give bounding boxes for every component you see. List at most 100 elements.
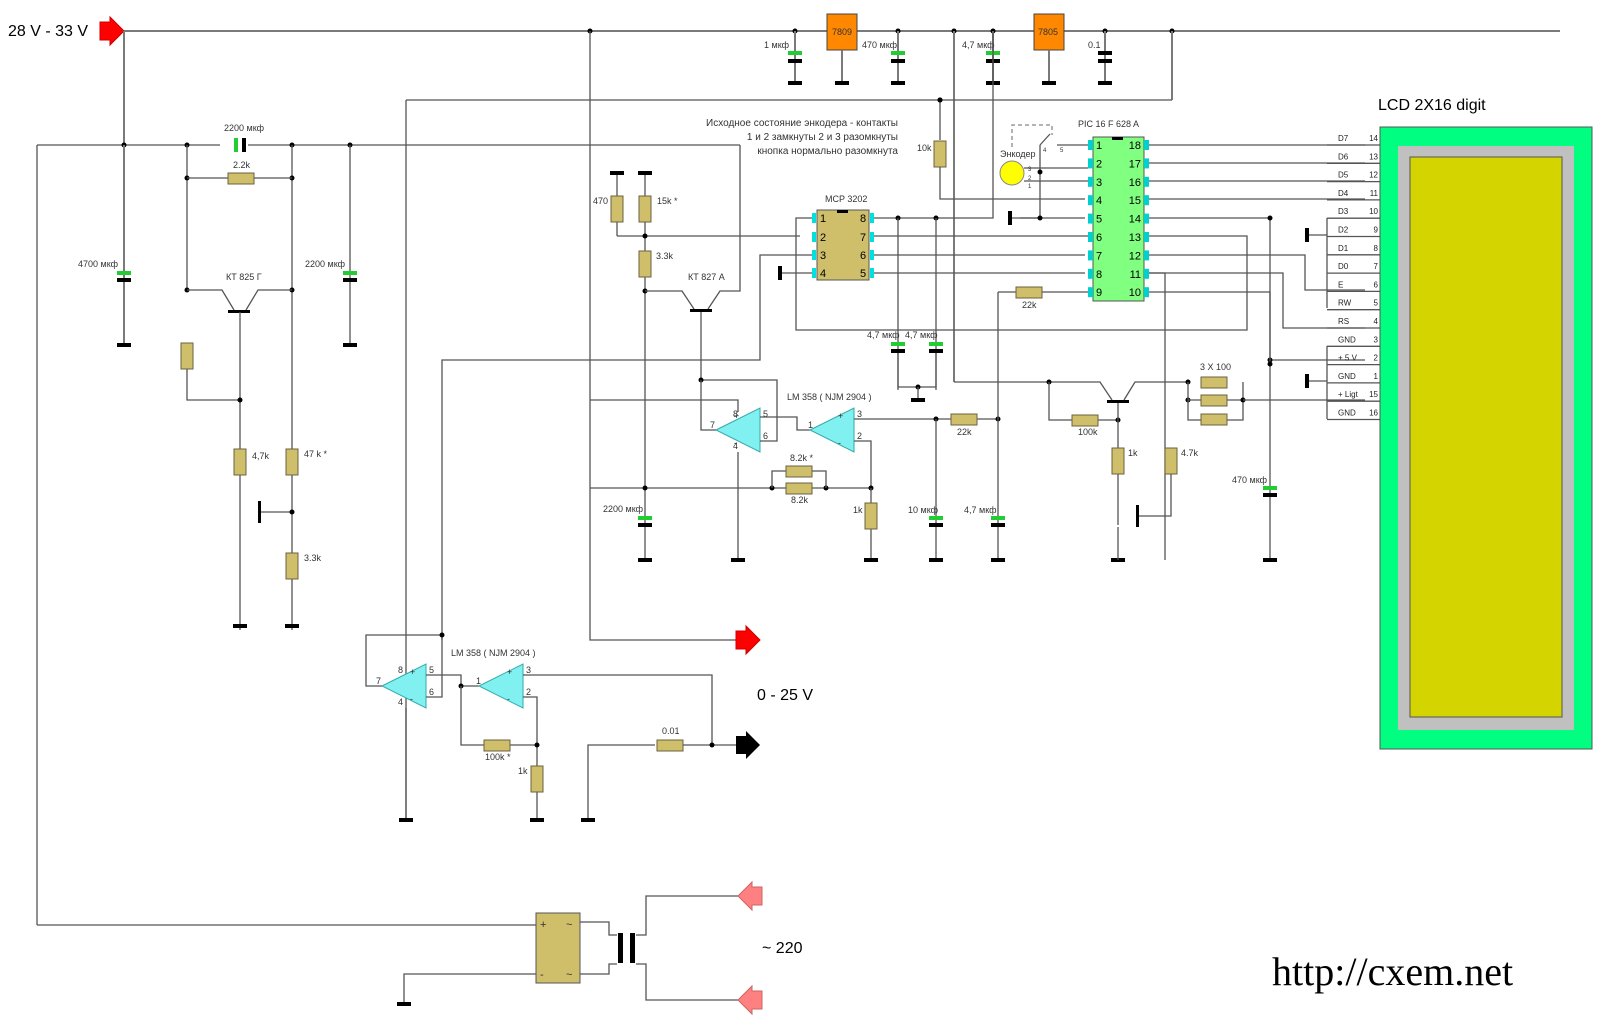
svg-text:10 мкф: 10 мкф — [908, 505, 939, 515]
svg-text:470 мкф: 470 мкф — [862, 40, 898, 50]
svg-text:-: - — [507, 694, 510, 704]
resistor-4-7k: 4,7k — [233, 448, 270, 476]
opamp-lm358-top-b: +- LM 358 ( NJM 2904 ) 1 3 2 — [787, 392, 872, 453]
lcd-pin-name: D6 — [1338, 152, 1349, 161]
svg-text:5: 5 — [860, 268, 866, 280]
pic-pin — [1144, 268, 1149, 279]
svg-text:КТ 827 А: КТ 827 А — [688, 272, 725, 282]
pic-pin — [1088, 268, 1093, 279]
svg-text:3 X 100: 3 X 100 — [1200, 362, 1231, 372]
cap-2200uf-mid: 2200 мкф — [603, 504, 652, 562]
resistor-1k-mid: 1k — [853, 488, 878, 562]
svg-text:0 - 25 V: 0 - 25 V — [757, 687, 813, 704]
svg-text:+: + — [410, 667, 415, 677]
pic-pin — [1144, 250, 1149, 261]
cap-4-7uf: 4,7 мкф — [962, 28, 1000, 85]
mains-arrow-icon — [737, 880, 763, 912]
svg-text:+: + — [507, 667, 512, 677]
resistor-8-2k-a: 8.2k * — [785, 453, 814, 478]
lcd-pin-number: 9 — [1374, 226, 1379, 235]
pic-pin-label: 6 — [1096, 232, 1102, 244]
svg-text:-: - — [540, 969, 544, 981]
lcd-pin-number: 15 — [1369, 390, 1378, 399]
svg-text:2: 2 — [1028, 176, 1032, 182]
lcd-pin-number: 6 — [1374, 280, 1379, 289]
pic-pin-label: 12 — [1129, 250, 1141, 262]
svg-text:4: 4 — [1043, 148, 1047, 154]
lcd-pin-number: 10 — [1369, 207, 1378, 216]
pic-pin-label: 3 — [1096, 177, 1102, 189]
svg-text:470 мкф: 470 мкф — [1232, 475, 1268, 485]
lcd-pin-name: GND — [1338, 409, 1356, 418]
svg-text:кнопка нормально разомкнута: кнопка нормально разомкнута — [757, 146, 898, 157]
svg-text:5: 5 — [1060, 148, 1064, 154]
lcd-pin-number: 14 — [1369, 134, 1378, 143]
lcd-pin-number: 8 — [1374, 244, 1379, 253]
svg-text:4,7 мкф: 4,7 мкф — [964, 505, 997, 515]
pic-pin-label: 2 — [1096, 158, 1102, 170]
pic-pin — [1144, 287, 1149, 298]
lcd-pin-name: D2 — [1338, 226, 1349, 235]
lcd-pin-name: D0 — [1338, 262, 1349, 271]
svg-text:7: 7 — [376, 676, 381, 686]
transistor-small — [258, 501, 295, 523]
lcd-pin-number: 11 — [1370, 189, 1379, 198]
resistor-470: 470 — [593, 171, 624, 236]
lcd-pin-name: D7 — [1338, 134, 1349, 143]
svg-text:0.01: 0.01 — [662, 726, 680, 736]
pic-pin — [1088, 232, 1093, 242]
svg-text:7: 7 — [710, 420, 715, 430]
transistor-kt827: КТ 827 А — [642, 145, 741, 380]
svg-text:8.2k: 8.2k — [791, 495, 809, 505]
pic-pin — [1088, 176, 1093, 187]
svg-text:7: 7 — [860, 232, 866, 244]
ground-icon — [1042, 81, 1056, 85]
svg-text:6: 6 — [763, 431, 768, 441]
encoder-note: Исходное состояние энкодера - контакты 1… — [706, 118, 898, 157]
svg-text:7809: 7809 — [832, 27, 852, 37]
supply-input: 28 V - 33 V — [8, 15, 125, 47]
svg-text:7805: 7805 — [1038, 27, 1058, 37]
cap-470uf: 470 мкф — [862, 28, 905, 85]
pic-pin — [1144, 195, 1149, 206]
svg-text:1 и 2 замкнуты 2 и 3 разомкнут: 1 и 2 замкнуты 2 и 3 разомкнуты — [747, 132, 898, 143]
svg-text:6: 6 — [860, 250, 866, 262]
svg-text:2.2k: 2.2k — [233, 160, 251, 170]
svg-text:22k: 22k — [1022, 300, 1037, 310]
mcu-pic16f628a: PIC 16 F 628 A — [1078, 119, 1145, 302]
svg-text:1k: 1k — [518, 766, 528, 776]
resistor-8-2k-b: 8.2k — [785, 482, 813, 505]
pic-pin — [1088, 250, 1093, 261]
pic-pin-label: 18 — [1129, 140, 1141, 152]
cap-4-7uf-low: 4,7 мкф — [964, 292, 1005, 562]
svg-text:2200 мкф: 2200 мкф — [305, 259, 346, 269]
svg-text:4,7 мкф: 4,7 мкф — [905, 330, 938, 340]
pic-pin-label: 8 — [1096, 269, 1102, 281]
svg-text:3: 3 — [857, 409, 862, 419]
watermark: http://cxem.net — [1272, 949, 1513, 994]
svg-text:470: 470 — [593, 196, 608, 206]
resistor-15k: 15k * — [638, 171, 678, 560]
adc-mcp3202: MCP 3202 1 2 3 4 8 7 6 5 — [812, 194, 874, 281]
output-positive-arrow-icon — [735, 624, 761, 656]
transformer: ~ 220 — [618, 880, 803, 1016]
pic-pin — [1088, 213, 1093, 224]
svg-text:3: 3 — [1028, 167, 1032, 173]
svg-text:-: - — [410, 694, 413, 704]
pic-pin-label: 13 — [1129, 232, 1141, 244]
svg-text:5: 5 — [763, 409, 768, 419]
pic-pin-label: 16 — [1129, 177, 1141, 189]
svg-text:4,7 мкф: 4,7 мкф — [962, 40, 995, 50]
lcd-pin-name: + Ligt — [1338, 390, 1359, 399]
svg-text:2: 2 — [857, 431, 862, 441]
svg-text:8: 8 — [733, 409, 738, 419]
opamp-lm358-bottom-a: +- 8 7 4 5 6 — [376, 663, 434, 709]
svg-text:4700 мкф: 4700 мкф — [78, 259, 119, 269]
resistor-3-3k-mid: 3.3k — [638, 250, 674, 278]
svg-text:2200 мкф: 2200 мкф — [224, 123, 265, 133]
pic-pin-label: 7 — [1096, 250, 1102, 262]
lcd-pin-number: 12 — [1369, 171, 1378, 180]
svg-text:2: 2 — [820, 232, 826, 244]
cap-2200uf-top: 2200 мкф — [220, 123, 265, 152]
